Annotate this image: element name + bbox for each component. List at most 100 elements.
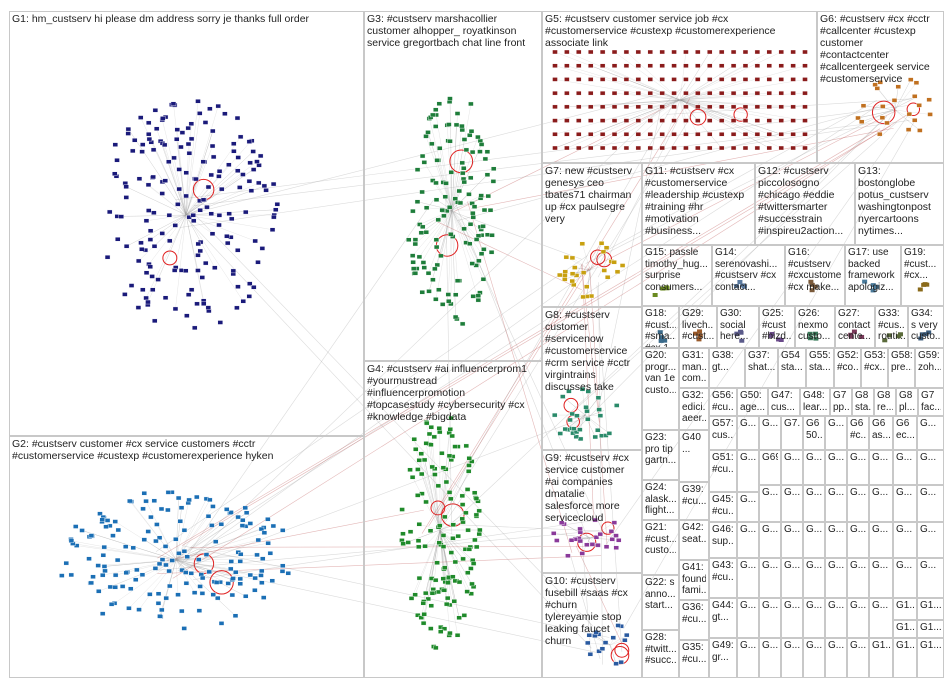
node [683,118,689,123]
edge [449,98,453,211]
node [250,167,257,172]
node [879,115,886,120]
node [588,90,594,96]
cell-label-g7a: G7 pp... [833,390,849,413]
cell-label-h6: G... [850,640,866,651]
node [742,145,749,151]
node [145,529,151,534]
edge [144,539,177,561]
node [484,149,491,154]
node [459,321,466,327]
cell-d8: G... [893,485,917,522]
node [778,77,784,82]
group-panel-g35: G35: #cu... [679,640,709,678]
edge [586,269,591,297]
node [258,573,264,578]
group-label-g54: G54 sta... [781,350,803,373]
group-panel-g22: G22: s anno... start... [642,575,679,630]
edge [563,523,591,539]
node [778,132,784,137]
node [438,253,444,259]
node [707,145,713,151]
node [246,294,252,299]
node [270,181,277,187]
node [802,118,808,123]
node [742,49,749,55]
inter-edge [587,109,898,271]
node [623,90,630,96]
edge [679,79,806,101]
node [707,132,713,137]
edge [602,99,681,149]
group-panel-g11: G11: #custserv #cx #customerservice #lea… [642,163,755,245]
node [671,63,677,68]
edge [150,214,187,240]
cell-e3: G... [781,522,803,558]
node [683,90,689,96]
edge [877,88,896,111]
node [599,104,606,110]
group-label-g59: G59: zoh... [918,350,941,373]
self-loop [871,100,896,125]
node [443,479,450,485]
edge [145,214,187,299]
node [564,132,570,137]
node [611,118,618,123]
edge [554,99,681,149]
node [802,63,808,68]
edge [554,99,681,149]
cell-g8c: G8 pl... [896,388,918,416]
node [119,584,126,589]
node [912,118,918,123]
node [155,601,162,606]
node [730,77,737,82]
node [635,104,642,110]
edge [175,559,262,576]
node [695,63,701,68]
node [683,132,689,137]
node [412,237,419,242]
cell-g4: G... [803,598,825,638]
edge [439,529,450,578]
group-label-g50: G50: age... [740,390,765,413]
node [872,82,878,87]
node [464,589,470,594]
cell-g7b: G7 fac... [918,388,944,416]
edge [175,559,192,574]
node [254,159,260,164]
node [604,275,611,280]
node [273,207,279,212]
edge [415,449,441,531]
group-panel-g48: G48: lear... [800,388,830,416]
group-label-g18: G18: #cust... #sma... #cx 1... [645,308,676,348]
node [209,523,215,528]
node [423,441,429,446]
node [239,523,246,528]
node [228,566,234,572]
node [133,577,139,582]
node [216,222,222,228]
group-panel-g41: G41: found fami... [679,560,709,600]
node [176,551,182,556]
cell-label-c8: G... [920,452,937,463]
group-panel-g50: G50: age... [737,388,768,416]
edge [431,466,441,531]
node [418,615,425,620]
node [440,544,447,549]
node [179,130,186,135]
node [443,181,449,186]
node [917,128,923,133]
node [647,90,653,96]
node [469,261,475,266]
edge [175,559,233,580]
edge [185,176,220,216]
cell-label-c2: G... [784,452,800,463]
node [230,268,237,274]
node [443,601,450,607]
edge [894,109,921,131]
node [163,595,169,601]
node [196,557,202,562]
edge [421,473,441,531]
node [441,213,447,219]
group-label-g9: G9: #custserv #cx service customer #ai c… [545,452,630,524]
